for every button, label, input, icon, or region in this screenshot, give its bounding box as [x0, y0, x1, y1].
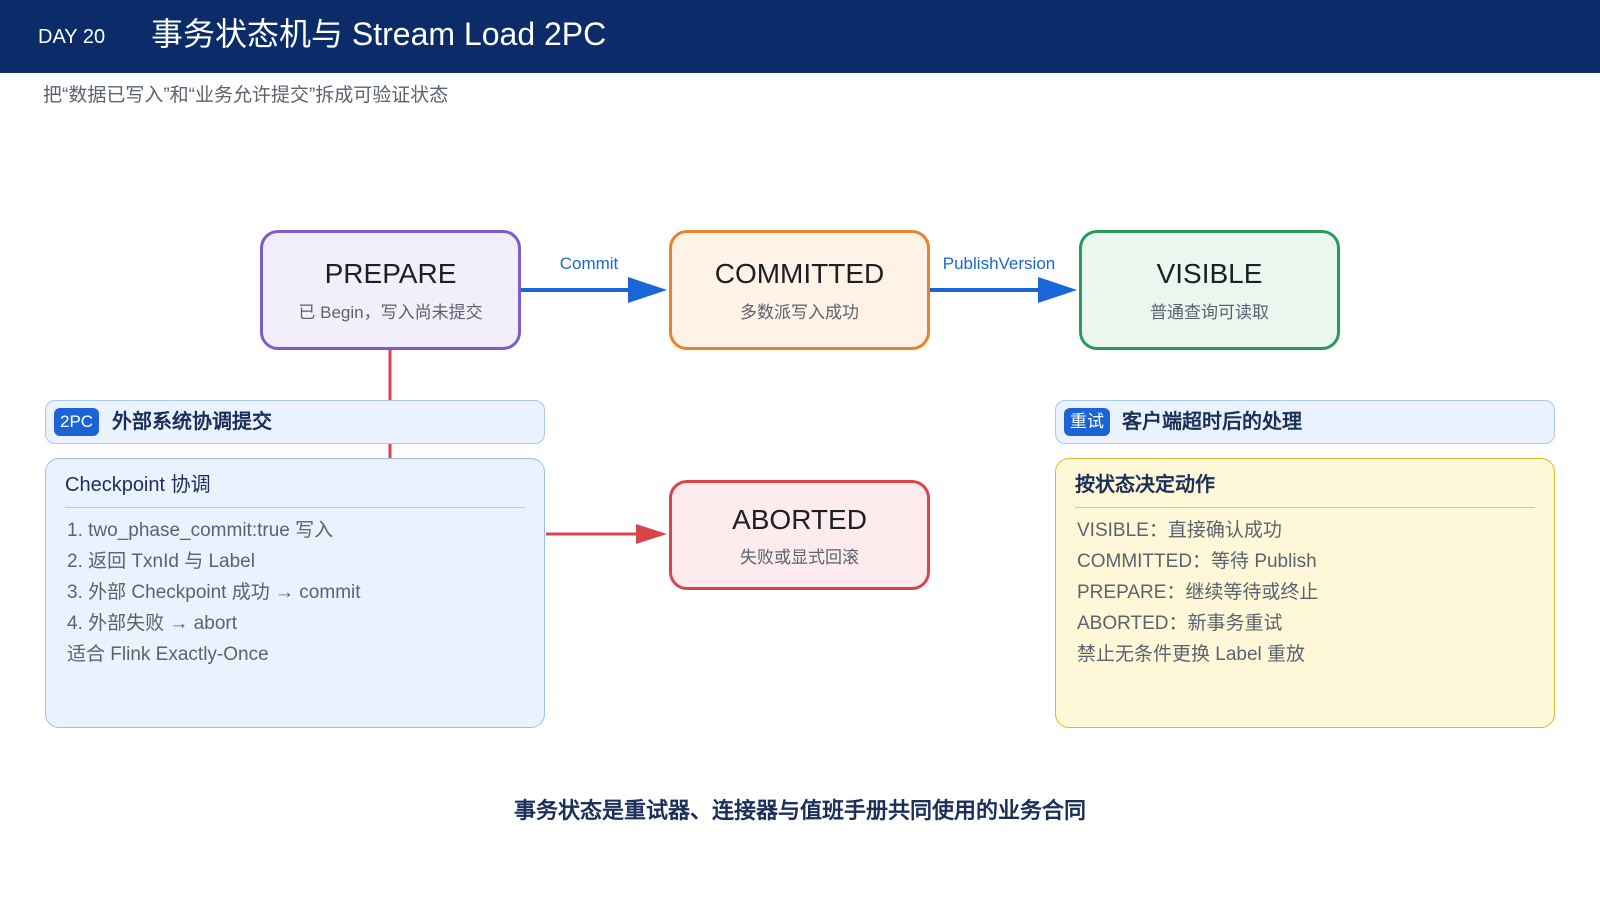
badge-2pc: 2PC [54, 408, 100, 436]
panel-divider [65, 507, 525, 508]
list-item: ABORTED：新事务重试 [1077, 613, 1283, 634]
panel-header-2pc: 2PC 外部系统协调提交 [45, 400, 545, 444]
panel-checkpoint: Checkpoint 协调 1. two_phase_commit:true 写… [45, 458, 545, 728]
day-label: DAY 20 [38, 26, 106, 48]
state-name: VISIBLE [1156, 258, 1263, 289]
state-aborted: ABORTED 失败或显式回滚 [669, 480, 930, 590]
arrow-commit [520, 277, 667, 303]
panel-heading: 外部系统协调提交 [112, 411, 272, 433]
list-item: PREPARE：继续等待或终止 [1077, 582, 1319, 603]
transition-label-publish: PublishVersion [942, 254, 1056, 273]
list-item: 适合 Flink Exactly-Once [67, 644, 269, 665]
panel-title: Checkpoint 协调 [65, 474, 211, 496]
badge-retry: 重试 [1064, 408, 1110, 436]
state-visible: VISIBLE 普通查询可读取 [1079, 230, 1340, 350]
state-description: 普通查询可读取 [1150, 303, 1269, 322]
footer-note: 事务状态是重试器、连接器与值班手册共同使用的业务合同 [513, 798, 1086, 823]
list-item: 4. 外部失败 → abort [67, 613, 237, 634]
page-subtitle: 把“数据已写入”和“业务允许提交”拆成可验证状态 [43, 85, 449, 106]
list-item: COMMITTED：等待 Publish [1077, 551, 1317, 572]
panel-title: 按状态决定动作 [1075, 474, 1215, 496]
list-item: 禁止无条件更换 Label 重放 [1077, 644, 1306, 665]
checkpoint-steps: 1. two_phase_commit:true 写入 2. 返回 TxnId … [67, 515, 361, 670]
transition-label-commit: Commit [559, 254, 619, 273]
state-committed: COMMITTED 多数派写入成功 [669, 230, 930, 350]
state-description: 已 Begin，写入尚未提交 [298, 303, 483, 322]
list-item: 1. two_phase_commit:true 写入 [67, 520, 334, 541]
state-description: 多数派写入成功 [740, 303, 859, 322]
list-item: 3. 外部 Checkpoint 成功 → commit [67, 582, 361, 603]
state-prepare: PREPARE 已 Begin，写入尚未提交 [260, 230, 521, 350]
list-item: VISIBLE：直接确认成功 [1077, 520, 1282, 541]
panel-actions-by-state: 按状态决定动作 VISIBLE：直接确认成功 COMMITTED：等待 Publ… [1055, 458, 1555, 728]
header-bar: DAY 20 事务状态机与 Stream Load 2PC [0, 0, 1600, 73]
list-item: 2. 返回 TxnId 与 Label [67, 551, 255, 572]
panel-heading: 客户端超时后的处理 [1122, 411, 1302, 433]
state-name: COMMITTED [714, 258, 885, 289]
panel-divider [1075, 507, 1535, 508]
page-title: 事务状态机与 Stream Load 2PC [151, 16, 607, 52]
state-name: ABORTED [732, 504, 867, 535]
panel-header-retry: 重试 客户端超时后的处理 [1055, 400, 1555, 444]
arrow-abort [546, 524, 667, 544]
state-name: PREPARE [324, 258, 457, 289]
state-description: 失败或显式回滚 [740, 548, 859, 567]
retry-rules: VISIBLE：直接确认成功 COMMITTED：等待 Publish PREP… [1077, 515, 1318, 670]
arrow-publish-version [930, 277, 1077, 303]
